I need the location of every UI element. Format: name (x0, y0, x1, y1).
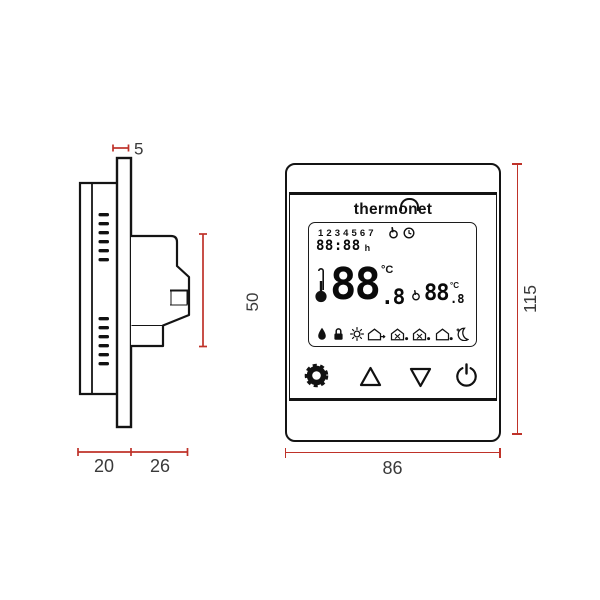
house-home-dot-icon (435, 328, 453, 341)
dim-label-5: 5 (134, 140, 143, 159)
lcd-display: 1234567 88:88 h 88 °C .8 (308, 222, 477, 347)
main-temp-int: 88 (330, 259, 381, 310)
house-away-arrow-icon (367, 328, 386, 341)
thermometer-icon (315, 268, 327, 303)
moon-night-icon (456, 327, 469, 341)
manual-hand-small-icon (412, 290, 420, 301)
manual-hand-icon (389, 227, 398, 239)
dim-label-20: 20 (94, 456, 114, 476)
dimension-width-cap-left (284, 447, 287, 458)
dimension-front-plate-thickness (112, 144, 130, 152)
thermostat-body (131, 234, 191, 348)
vent-slats-icon (98, 213, 109, 366)
dimension-height-cap-bottom (512, 433, 522, 435)
clock-icon (403, 227, 415, 239)
weekday-digits: 1234567 (318, 228, 377, 239)
dim-label-26: 26 (150, 456, 170, 476)
brand-logo-text: thermonet (353, 201, 433, 218)
dim-label-86: 86 (382, 458, 403, 478)
set-temp-unit: °C (450, 281, 459, 290)
sun-comfort-icon (349, 327, 364, 341)
time-unit: h (364, 243, 371, 253)
dimension-depths (77, 448, 189, 456)
logo-n-arch-icon (400, 198, 419, 211)
time-value: 88:88 (316, 238, 361, 254)
main-temp-unit: °C (380, 264, 394, 276)
dimension-height-cap-top (512, 163, 522, 165)
dim-label-50: 50 (243, 293, 262, 312)
house-x-dot-icon-2 (412, 328, 431, 341)
set-temp-decimal: .8 (450, 292, 465, 306)
house-x-dot-icon (390, 328, 408, 341)
heat-drop-icon (318, 327, 326, 340)
main-temperature: 88 °C .8 (314, 259, 405, 310)
time-display: 88:88 h (316, 239, 370, 253)
wall-box (78, 181, 117, 396)
up-arrow-button (359, 366, 382, 387)
dim-label-115: 115 (520, 285, 540, 313)
lock-icon (334, 328, 343, 340)
settings-gear-button (304, 363, 329, 388)
dimension-width-cap-right (499, 447, 501, 458)
dimension-body-height (199, 233, 207, 348)
brand-logo: thermonet (330, 201, 456, 219)
lcd-status-icon-row (317, 327, 469, 341)
setpoint-temperature: 88 °C .8 (411, 281, 465, 306)
dimension-width-line (285, 451, 500, 454)
set-temp-int: 88 (424, 281, 449, 306)
down-arrow-button (409, 367, 432, 388)
main-temp-decimal: .8 (380, 285, 405, 309)
dimension-height-line (516, 164, 519, 434)
power-button (456, 363, 477, 387)
front-plate (115, 156, 133, 429)
side-view-drawing: 5 50 20 26 (77, 140, 262, 476)
